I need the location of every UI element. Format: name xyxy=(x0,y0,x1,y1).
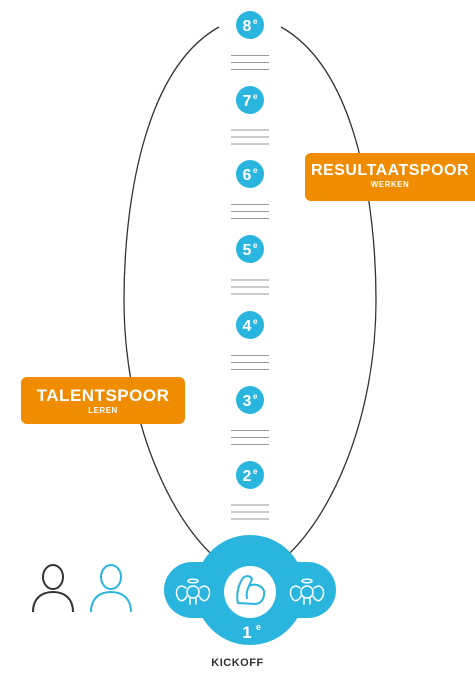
level-8-number: 8 xyxy=(243,18,252,35)
level-6-circle xyxy=(236,160,264,188)
level-8-superscript: e xyxy=(253,17,258,26)
level-1-superscript: e xyxy=(256,622,261,632)
level-6-number: 6 xyxy=(243,167,252,184)
person-outline-icon-dark xyxy=(32,564,74,613)
level-5-circle xyxy=(236,235,264,263)
angel-icon-left xyxy=(175,578,211,605)
level-5-number: 5 xyxy=(243,242,252,259)
level-2-circle xyxy=(236,461,264,489)
level-2-number: 2 xyxy=(243,468,252,485)
level-dividers xyxy=(231,55,269,520)
level-8-circle xyxy=(236,11,264,39)
level-1-number: 1 xyxy=(242,623,251,642)
level-4-superscript: e xyxy=(253,317,258,326)
level-7-circle xyxy=(236,86,264,114)
level-5-superscript: e xyxy=(253,241,258,250)
level-2-superscript: e xyxy=(253,467,258,476)
result-track-title: RESULTAATSPOOR xyxy=(310,162,470,179)
level-7-number: 7 xyxy=(243,93,252,110)
talent-track-subtitle: LEREN xyxy=(88,406,118,415)
level-4-circle xyxy=(236,311,264,339)
result-track-subtitle: WERKEN xyxy=(370,180,410,189)
talent-track-label: TALENTSPOOR LEREN xyxy=(21,377,185,424)
kickoff-blob xyxy=(164,535,336,645)
level-3-circle xyxy=(236,386,264,414)
kickoff-label: KICKOFF xyxy=(211,657,264,669)
talent-track-title: TALENTSPOOR xyxy=(36,386,170,405)
level-4-number: 4 xyxy=(243,318,252,335)
level-7-superscript: e xyxy=(253,92,258,101)
flexed-arm-icon xyxy=(236,575,266,605)
level-6-superscript: e xyxy=(253,166,258,175)
level-3-number: 3 xyxy=(243,393,252,410)
track-ellipse-left xyxy=(123,26,220,561)
person-outline-icon-blue xyxy=(90,564,132,613)
level-3-superscript: e xyxy=(253,392,258,401)
track-ellipse-right xyxy=(280,26,377,561)
result-track-label: RESULTAATSPOOR WERKEN xyxy=(305,153,475,201)
angel-icon-right xyxy=(289,578,325,605)
